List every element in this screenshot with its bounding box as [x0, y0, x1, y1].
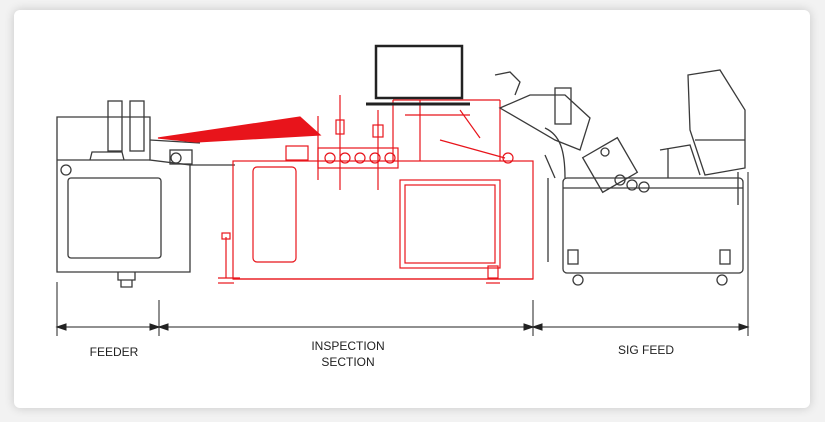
dimension-lines	[55, 172, 750, 336]
diagram-card	[14, 10, 810, 408]
feeder-label: FEEDER	[90, 345, 139, 359]
conveyor-belt	[157, 116, 322, 143]
feeder-unit	[56, 100, 235, 288]
sig-feed-label: SIG FEED	[618, 343, 674, 357]
inspection-label-line1: INSPECTION	[311, 339, 384, 353]
sig-feed-unit	[494, 69, 746, 286]
monitor	[366, 44, 470, 106]
inspection-unit	[157, 95, 534, 284]
inspection-label-line2: SECTION	[321, 355, 374, 369]
